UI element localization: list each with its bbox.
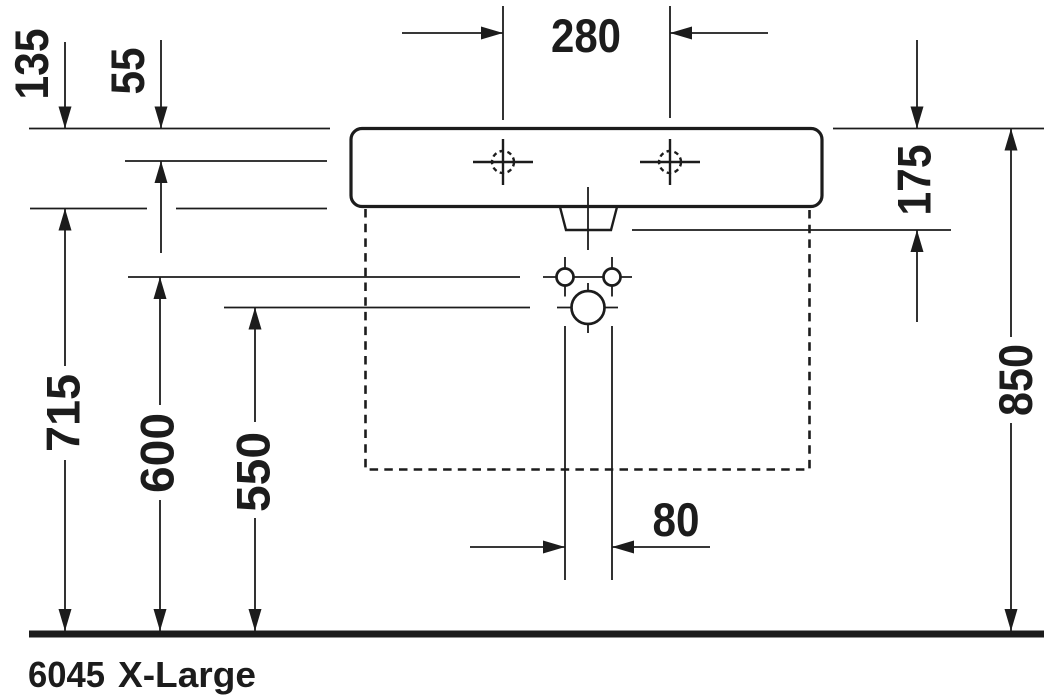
dimension-label-280: 280 bbox=[551, 9, 621, 62]
model-number: 6045 bbox=[28, 654, 105, 695]
arrowhead-up bbox=[910, 230, 924, 252]
dimension-55: 55 bbox=[101, 40, 168, 253]
dimension-label-55: 55 bbox=[101, 48, 154, 95]
faucet-hole-dashed-circle bbox=[490, 149, 516, 175]
drain-hole bbox=[570, 283, 606, 333]
fixing-hole-right bbox=[602, 257, 622, 297]
dimension-715: 715 bbox=[37, 208, 90, 631]
drain-hole-circle bbox=[570, 289, 606, 326]
dimension-label-550: 550 bbox=[227, 432, 280, 512]
fixing-hole-left bbox=[555, 257, 575, 297]
arrowhead-right bbox=[481, 26, 503, 40]
dimension-label-135: 135 bbox=[5, 29, 58, 100]
arrowhead-left bbox=[670, 26, 692, 40]
faucet-hole-left bbox=[473, 139, 533, 185]
faucet-hole-dashed-circle bbox=[657, 149, 683, 175]
arrowhead-down bbox=[153, 609, 167, 631]
reference-lines bbox=[29, 127, 1044, 309]
dimension-135: 135 bbox=[5, 29, 72, 231]
dimension-label-850: 850 bbox=[989, 344, 1042, 416]
arrowhead-down bbox=[154, 106, 168, 129]
model-name: X-Large bbox=[118, 654, 256, 695]
dimension-550: 550 bbox=[227, 307, 280, 631]
arrowhead-up bbox=[1004, 128, 1018, 151]
footer-label: 6045 X-Large bbox=[28, 654, 256, 695]
arrowhead-right bbox=[543, 540, 565, 554]
faucet-hole-right bbox=[640, 139, 700, 185]
fixing-hole-circle bbox=[555, 267, 575, 287]
arrowhead-up bbox=[154, 161, 168, 183]
fixing-hole-circle bbox=[602, 267, 622, 287]
arrowhead-down bbox=[58, 106, 72, 129]
arrowhead-down bbox=[910, 106, 924, 129]
dimension-850: 850 bbox=[989, 128, 1042, 631]
dimension-280: 280 bbox=[402, 6, 768, 120]
washbasin-outline bbox=[349, 126, 824, 209]
dimension-label-175: 175 bbox=[888, 145, 941, 216]
dimension-label-715: 715 bbox=[37, 374, 90, 452]
dimension-600: 600 bbox=[131, 277, 184, 631]
arrowhead-down bbox=[58, 609, 72, 631]
dimension-175: 175 bbox=[888, 40, 941, 322]
dimension-label-80: 80 bbox=[653, 493, 700, 546]
dimension-80: 80 bbox=[470, 326, 710, 580]
arrowhead-left bbox=[612, 540, 634, 554]
arrowhead-down bbox=[248, 609, 262, 631]
arrowhead-up bbox=[248, 307, 262, 330]
dimension-label-600: 600 bbox=[131, 413, 184, 493]
arrowhead-up bbox=[153, 277, 167, 299]
arrowhead-down bbox=[1004, 609, 1018, 631]
